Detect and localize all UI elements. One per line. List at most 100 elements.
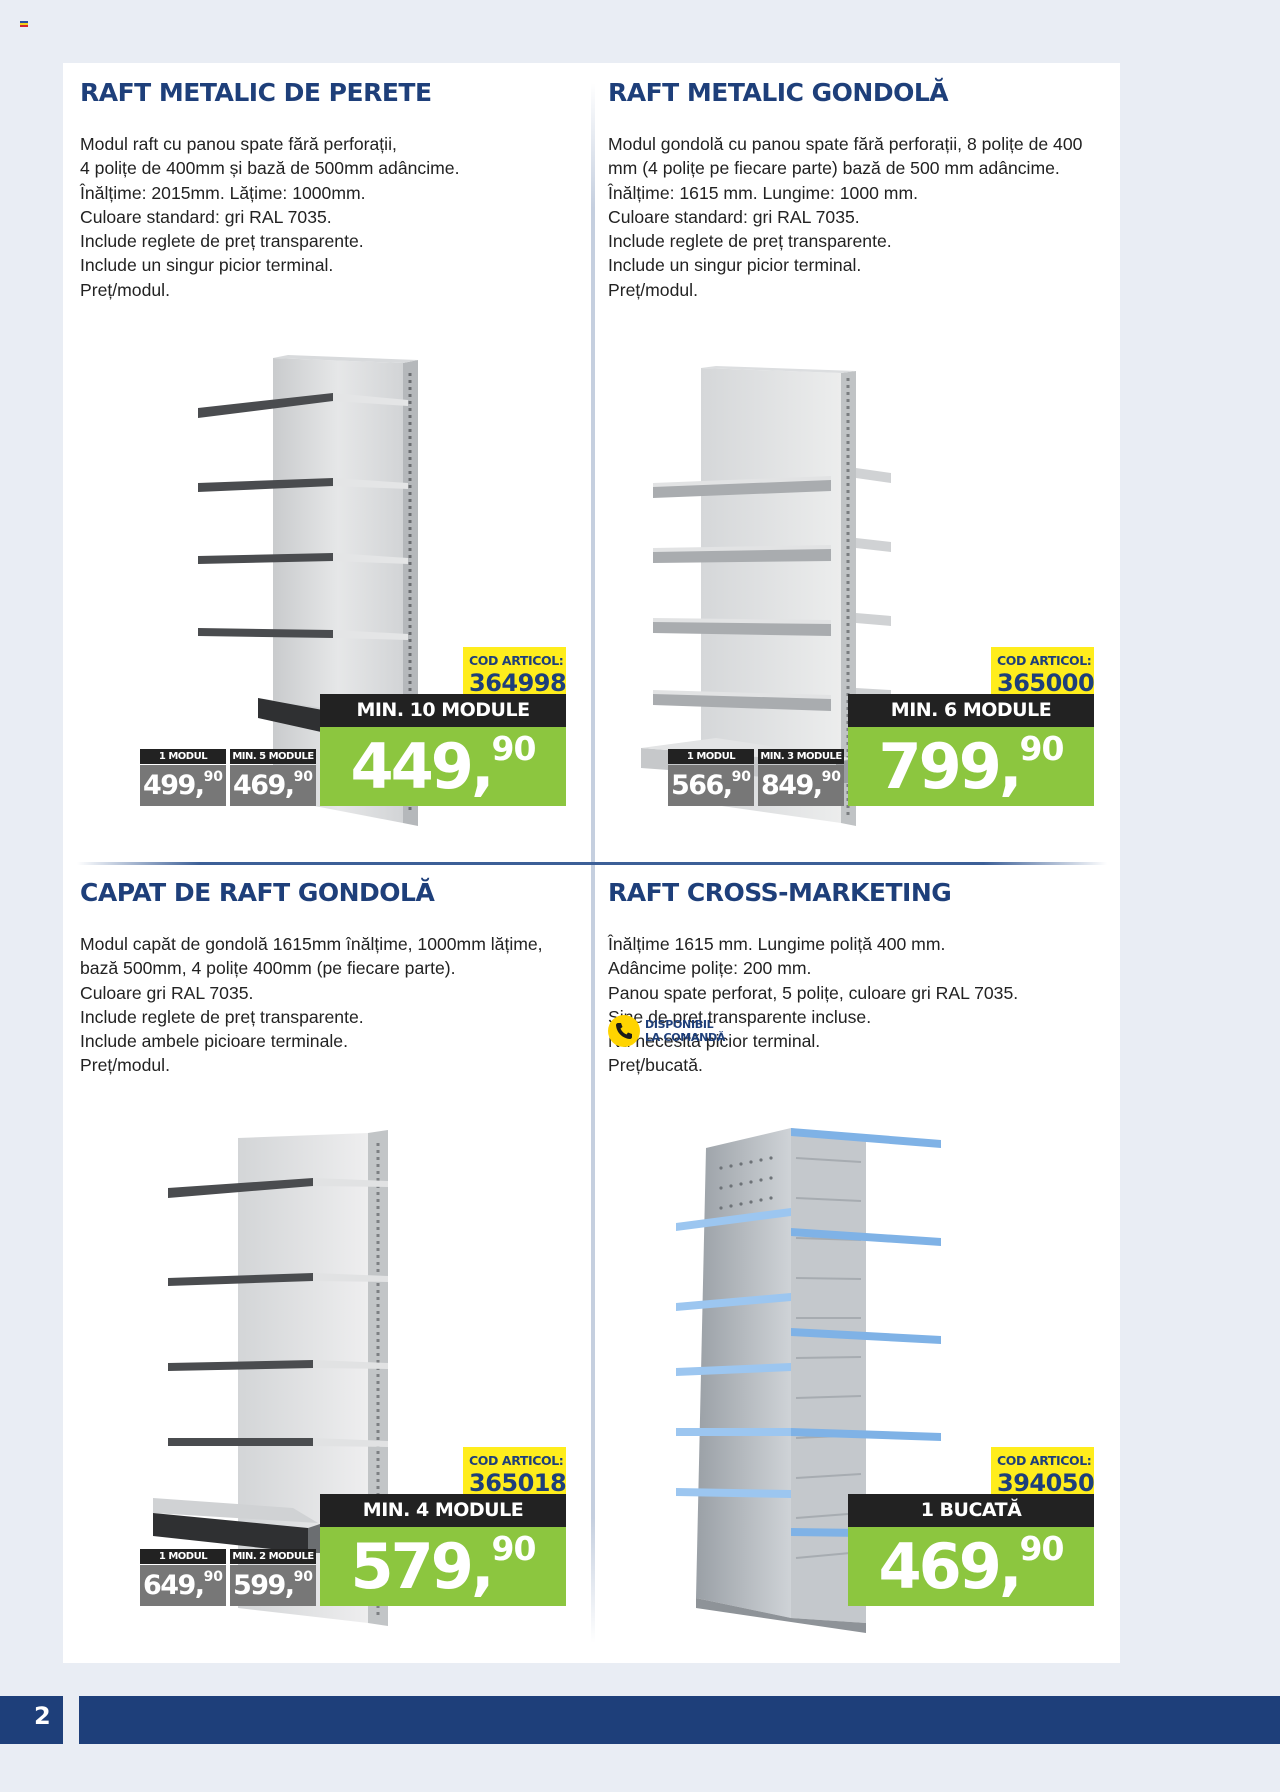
footer-bar <box>0 1696 1280 1744</box>
minimum-quantity-label: MIN. 10 MODULE <box>320 694 566 727</box>
tier-price-box: MIN. 5 MODULE 469,90 <box>230 749 316 806</box>
availability-text: DISPONIBIL LA COMANDĂ <box>645 1018 725 1044</box>
description-line: Preț/modul. <box>608 279 698 300</box>
description-line: Modul gondolă cu panou spate fără perfor… <box>608 134 1083 154</box>
main-price: 469,90 <box>848 1527 1094 1606</box>
tier-price: 599,90 <box>230 1565 316 1606</box>
tier-price-decimal: 90 <box>731 769 752 785</box>
description-line: Include ambele picioare terminale. <box>80 1031 348 1052</box>
description-line: Preț/modul. <box>80 1055 170 1076</box>
price-decimal: 90 <box>491 729 537 768</box>
tier-price-box: 1 MODUL 649,90 <box>140 1549 226 1606</box>
tier-price-box: MIN. 2 MODULE 599,90 <box>230 1549 316 1606</box>
description-line: Include reglete de preț transparente. <box>80 1006 364 1027</box>
tier-price-integer: 649, <box>142 1570 205 1601</box>
tier-price-integer: 469, <box>232 770 295 801</box>
phone-icon <box>608 1015 640 1047</box>
description-line: Modul raft cu panou spate fără perforați… <box>80 134 397 154</box>
tier-price-decimal: 90 <box>293 1569 314 1585</box>
tier-price: 469,90 <box>230 765 316 806</box>
product-title: CAPAT DE RAFT GONDOLĂ <box>80 878 435 907</box>
tier-label: MIN. 3 MODULE <box>758 749 844 764</box>
product-card-raft-metalic-gondola: RAFT METALIC GONDOLĂ Modul gondolă cu pa… <box>591 63 1119 863</box>
availability-line: DISPONIBIL <box>645 1018 714 1031</box>
tier-price-integer: 499, <box>142 770 205 801</box>
product-description: Modul raft cu panou spate fără perforați… <box>80 132 580 302</box>
description-line: Preț/bucată. <box>608 1055 703 1076</box>
minimum-quantity-label: MIN. 4 MODULE <box>320 1494 566 1527</box>
tier-price-decimal: 90 <box>293 769 314 785</box>
product-description: Modul capăt de gondolă 1615mm înălțime, … <box>80 932 580 1078</box>
description-line: Nu necesită picior terminal. <box>608 1031 821 1052</box>
tier-price-box: 1 MODUL 566,90 <box>668 749 754 806</box>
price-decimal: 90 <box>1019 1529 1065 1568</box>
tier-price-box: MIN. 3 MODULE 849,90 <box>758 749 844 806</box>
catalog-page: RAFT METALIC DE PERETE Modul raft cu pan… <box>63 63 1120 1663</box>
tier-price: 566,90 <box>668 765 754 806</box>
tier-label: MIN. 5 MODULE <box>230 749 316 764</box>
product-title: RAFT CROSS-MARKETING <box>608 878 952 907</box>
description-line: Preț/modul. <box>80 279 170 300</box>
product-image-gondola-shelf <box>641 278 941 838</box>
article-code: 394050 <box>997 1469 1095 1497</box>
description-line: Adâncime polițe: 200 mm. <box>608 958 812 979</box>
description-line: Șine de preț transparente incluse. <box>608 1006 872 1027</box>
product-title: RAFT METALIC DE PERETE <box>80 78 432 107</box>
price-decimal: 90 <box>491 1529 537 1568</box>
tier-price-integer: 849, <box>760 770 823 801</box>
tier-price: 849,90 <box>758 765 844 806</box>
description-line: Panou spate perforat, 5 polițe, culoare … <box>608 982 1019 1003</box>
description-line: Include un singur picior terminal. <box>80 255 334 276</box>
article-code: 365000 <box>997 669 1095 697</box>
tier-label: 1 MODUL <box>140 1549 226 1564</box>
description-line: Culoare standard: gri RAL 7035. <box>608 206 860 227</box>
description-line: Include reglete de preț transparente. <box>80 231 364 252</box>
tier-price: 649,90 <box>140 1565 226 1606</box>
main-price: 579,90 <box>320 1527 566 1606</box>
description-line: Înălțime 1615 mm. Lungime poliță 400 mm. <box>608 934 946 954</box>
description-line: Culoare gri RAL 7035. <box>80 982 254 1003</box>
price-integer: 449, <box>350 730 495 803</box>
article-code: 365018 <box>469 1469 567 1497</box>
description-line: Înălțime: 1615 mm. Lungime: 1000 mm. <box>608 182 918 203</box>
product-title: RAFT METALIC GONDOLĂ <box>608 78 949 107</box>
tier-price: 499,90 <box>140 765 226 806</box>
price-integer: 579, <box>350 1530 495 1603</box>
description-line: Înălțime: 2015mm. Lățime: 1000mm. <box>80 182 366 203</box>
footer-divider <box>63 1696 79 1744</box>
article-code-label: COD ARTICOL: <box>997 653 1092 668</box>
article-code-label: COD ARTICOL: <box>469 653 564 668</box>
description-line: Include un singur picior terminal. <box>608 255 862 276</box>
article-code-label: COD ARTICOL: <box>469 1453 564 1468</box>
tier-price-box: 1 MODUL 499,90 <box>140 749 226 806</box>
page-number: 2 <box>34 1702 51 1730</box>
description-line: Modul capăt de gondolă 1615mm înălțime, … <box>80 934 543 954</box>
product-description: Înălțime 1615 mm. Lungime poliță 400 mm.… <box>608 932 1108 1078</box>
tier-price-integer: 566, <box>670 770 733 801</box>
tier-label: 1 MODUL <box>668 749 754 764</box>
description-line: mm (4 polițe pe fiecare parte) bază de 5… <box>608 158 1060 179</box>
tier-price-integer: 599, <box>232 1570 295 1601</box>
article-code-label: COD ARTICOL: <box>997 1453 1092 1468</box>
product-card-raft-cross-marketing: RAFT CROSS-MARKETING Înălțime 1615 mm. L… <box>591 863 1119 1663</box>
tier-label: 1 MODUL <box>140 749 226 764</box>
description-line: 4 polițe de 400mm și bază de 500mm adânc… <box>80 158 460 179</box>
article-code: 364998 <box>469 669 567 697</box>
price-decimal: 90 <box>1019 729 1065 768</box>
main-price: 799,90 <box>848 727 1094 806</box>
language-flag-icon <box>20 21 28 27</box>
price-integer: 799, <box>878 730 1023 803</box>
product-image-cross-marketing-shelf <box>656 1078 956 1648</box>
tier-label: MIN. 2 MODULE <box>230 1549 316 1564</box>
product-description: Modul gondolă cu panou spate fără perfor… <box>608 132 1108 302</box>
price-integer: 469, <box>878 1530 1023 1603</box>
availability-line: LA COMANDĂ <box>645 1031 726 1044</box>
description-line: bază 500mm, 4 polițe 400mm (pe fiecare p… <box>80 958 456 979</box>
main-price: 449,90 <box>320 727 566 806</box>
minimum-quantity-label: MIN. 6 MODULE <box>848 694 1094 727</box>
description-line: Include reglete de preț transparente. <box>608 231 892 252</box>
tier-price-decimal: 90 <box>821 769 842 785</box>
tier-price-decimal: 90 <box>203 769 224 785</box>
unit-quantity-label: 1 BUCATĂ <box>848 1494 1094 1527</box>
description-line: Culoare standard: gri RAL 7035. <box>80 206 332 227</box>
